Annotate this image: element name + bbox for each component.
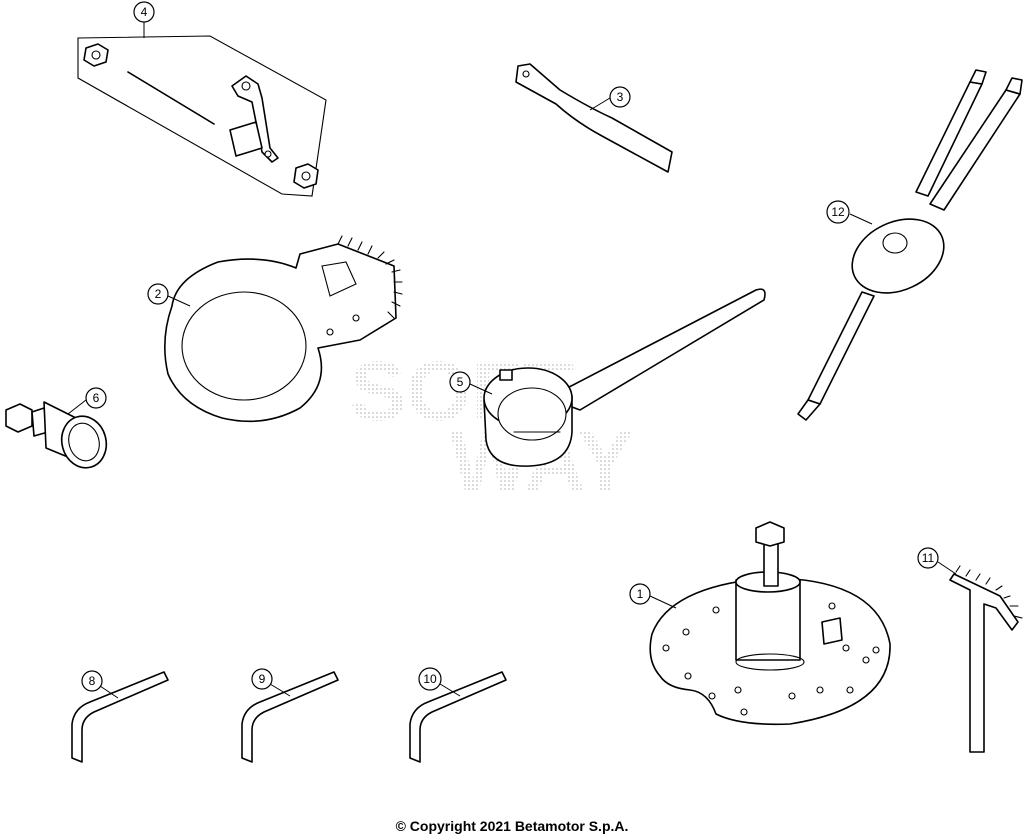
callout-6: 6 [67,387,107,415]
part-8-hex-key [71,671,169,763]
callout-9-label: 9 [259,672,266,686]
callout-6-label: 6 [93,391,100,405]
part-5-socket-wrench [483,288,766,467]
callout-12: 12 [826,200,873,225]
part-3-lever [515,63,673,173]
callout-2-label: 2 [155,287,162,301]
callout-2: 2 [147,283,191,307]
part-10-hex-key [409,671,507,763]
callout-8: 8 [81,670,119,699]
callout-12-label: 12 [831,205,845,219]
callout-5-label: 5 [457,375,464,389]
callout-11-label: 11 [922,551,935,565]
callout-8-label: 8 [89,674,96,688]
callout-9: 9 [251,668,291,697]
callout-3-label: 3 [617,90,624,104]
callout-10: 10 [418,667,461,697]
callout-1: 1 [629,583,677,609]
callout-4: 4 [133,1,155,38]
callout-11: 11 [917,547,957,575]
callout-4-label: 4 [141,5,148,19]
part-4-kit [77,35,327,197]
copyright-notice: © Copyright 2021 Betamotor S.p.A. [395,818,629,834]
part-6-adapter [5,401,108,469]
callout-1-label: 1 [637,587,644,601]
part-2-toothed-wrench [164,235,403,423]
part-11-toothed-key [949,565,1023,753]
part-1-puller-plate [649,521,891,726]
callout-5: 5 [449,371,493,395]
part-12-puller [797,69,1023,421]
callout-3: 3 [589,86,631,111]
callout-10-label: 10 [423,672,437,686]
part-9-hex-key [241,671,339,763]
